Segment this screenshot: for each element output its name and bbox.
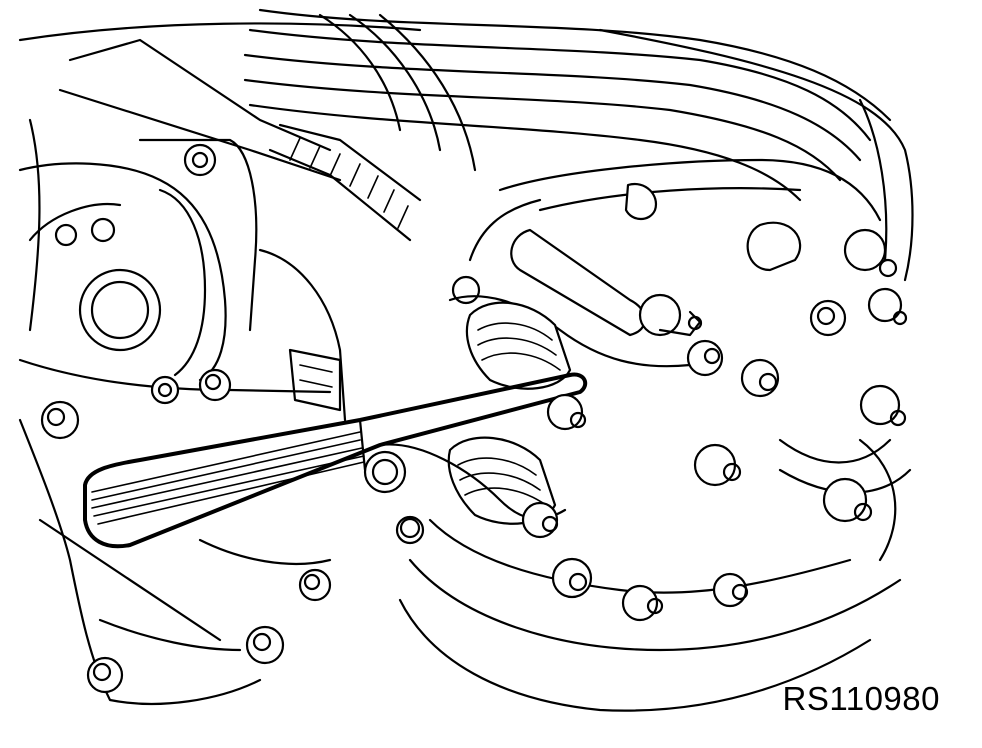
- bolt: [40, 400, 80, 440]
- bolt: [399, 517, 421, 539]
- bolt: [521, 501, 559, 539]
- bolt: [843, 228, 898, 278]
- bolt: [183, 143, 217, 177]
- bolt: [693, 443, 742, 487]
- bolt: [686, 339, 724, 377]
- bolt: [150, 375, 180, 405]
- bolt: [551, 557, 593, 599]
- bolt: [822, 477, 873, 523]
- valve-cover: [395, 158, 912, 712]
- bolt: [638, 293, 703, 337]
- bolt: [546, 393, 587, 431]
- bolt: [867, 287, 908, 326]
- bolt: [621, 584, 664, 622]
- bolt: [740, 358, 780, 398]
- bolt: [245, 625, 285, 665]
- cooling-fins: [18, 8, 914, 332]
- bolts: [40, 143, 908, 694]
- rocker-shafts: [510, 182, 802, 337]
- bolt: [809, 299, 847, 337]
- bolt: [859, 384, 907, 427]
- figure-reference-code: RS110980: [782, 680, 940, 717]
- bolt: [712, 572, 749, 608]
- bolt: [298, 568, 332, 602]
- spark-plug-boots: [447, 301, 572, 525]
- bolt: [198, 368, 232, 402]
- bolt: [86, 656, 124, 694]
